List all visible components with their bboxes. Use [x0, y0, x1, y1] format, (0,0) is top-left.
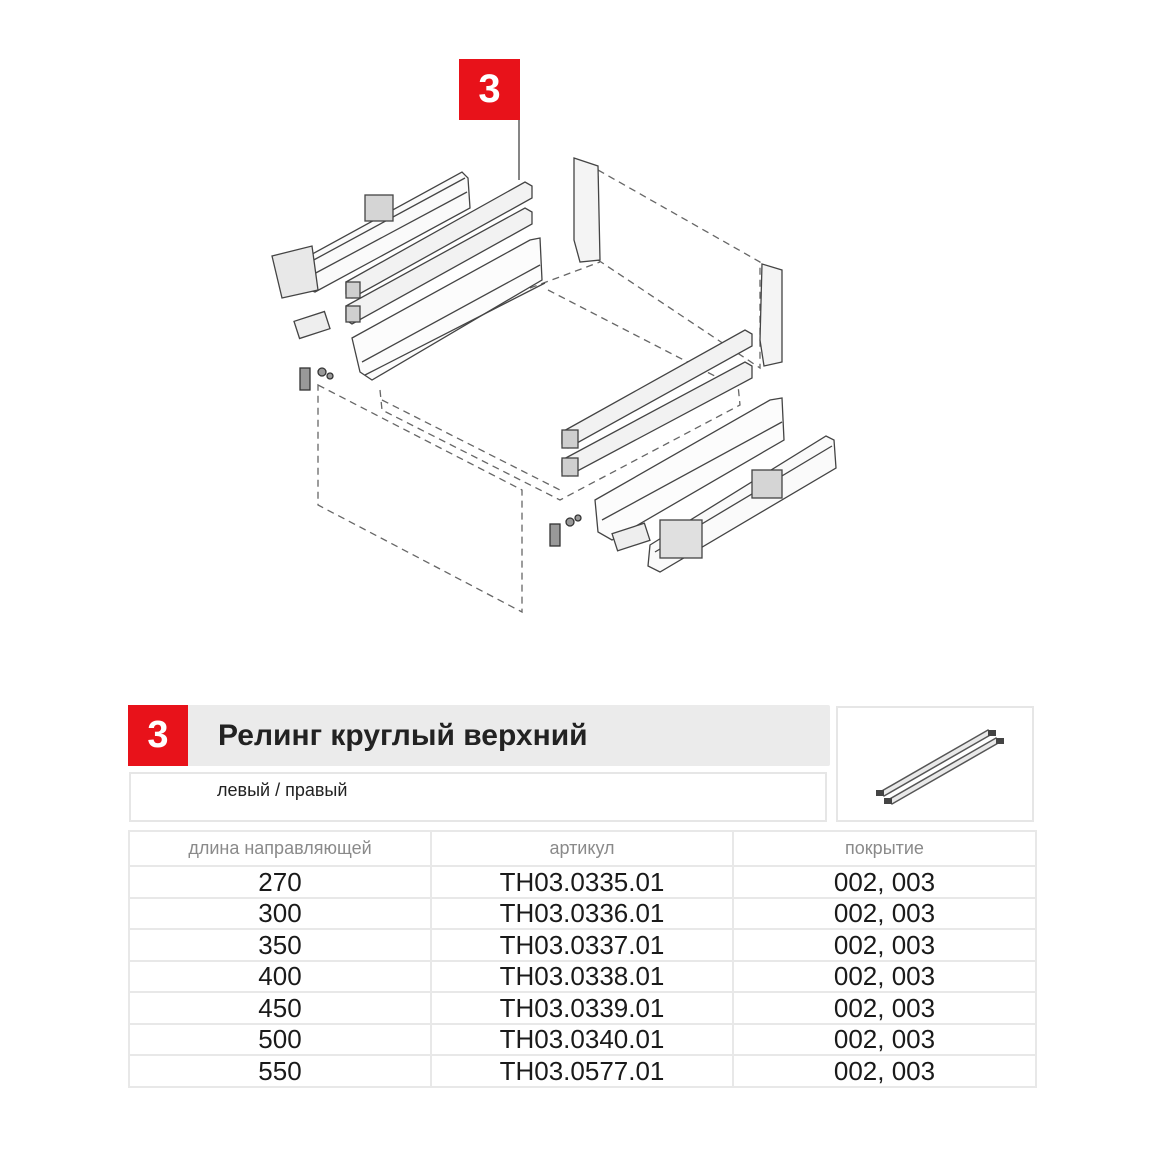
cell-article: TH03.0340.01: [430, 1022, 734, 1056]
cell-length: 400: [128, 959, 432, 993]
column-header-article: артикул: [430, 830, 734, 867]
cell-length: 350: [128, 928, 432, 962]
cell-finish: 002, 003: [732, 959, 1037, 993]
cell-article: TH03.0577.01: [430, 1054, 734, 1088]
round-rails-icon: [876, 729, 1004, 805]
cell-finish: 002, 003: [732, 896, 1037, 930]
cell-finish: 002, 003: [732, 1054, 1037, 1088]
table-row: 300 TH03.0336.01 002, 003: [128, 896, 1037, 930]
table-row: 400 TH03.0338.01 002, 003: [128, 959, 1037, 993]
product-title: Релинг круглый верхний: [218, 719, 588, 752]
subtitle-box: [129, 772, 827, 822]
cell-finish: 002, 003: [732, 1022, 1037, 1056]
table-row: 450 TH03.0339.01 002, 003: [128, 991, 1037, 1025]
cell-article: TH03.0339.01: [430, 991, 734, 1025]
cell-length: 270: [128, 865, 432, 899]
spec-table: длина направляющей артикул покрытие 270 …: [128, 830, 1037, 1088]
table-row: 550 TH03.0577.01 002, 003: [128, 1054, 1037, 1088]
cell-finish: 002, 003: [732, 865, 1037, 899]
cell-article: TH03.0338.01: [430, 959, 734, 993]
callout-badge: 3: [459, 59, 520, 120]
cell-length: 450: [128, 991, 432, 1025]
cell-finish: 002, 003: [732, 991, 1037, 1025]
table-row: 500 TH03.0340.01 002, 003: [128, 1022, 1037, 1056]
cell-length: 300: [128, 896, 432, 930]
cell-article: TH03.0337.01: [430, 928, 734, 962]
cell-length: 500: [128, 1022, 432, 1056]
table-row: 270 TH03.0335.01 002, 003: [128, 865, 1037, 899]
cell-article: TH03.0335.01: [430, 865, 734, 899]
product-number-badge: 3: [128, 705, 188, 766]
product-header: [128, 705, 830, 766]
product-thumbnail: [836, 706, 1034, 822]
cell-finish: 002, 003: [732, 928, 1037, 962]
cell-article: TH03.0336.01: [430, 896, 734, 930]
product-subtitle: левый / правый: [217, 780, 348, 800]
column-header-length: длина направляющей: [128, 830, 432, 867]
table-header-row: длина направляющей артикул покрытие: [128, 830, 1037, 867]
table-row: 350 TH03.0337.01 002, 003: [128, 928, 1037, 962]
cell-length: 550: [128, 1054, 432, 1088]
drawer-exploded-diagram: [271, 120, 837, 614]
column-header-finish: покрытие: [732, 830, 1037, 867]
